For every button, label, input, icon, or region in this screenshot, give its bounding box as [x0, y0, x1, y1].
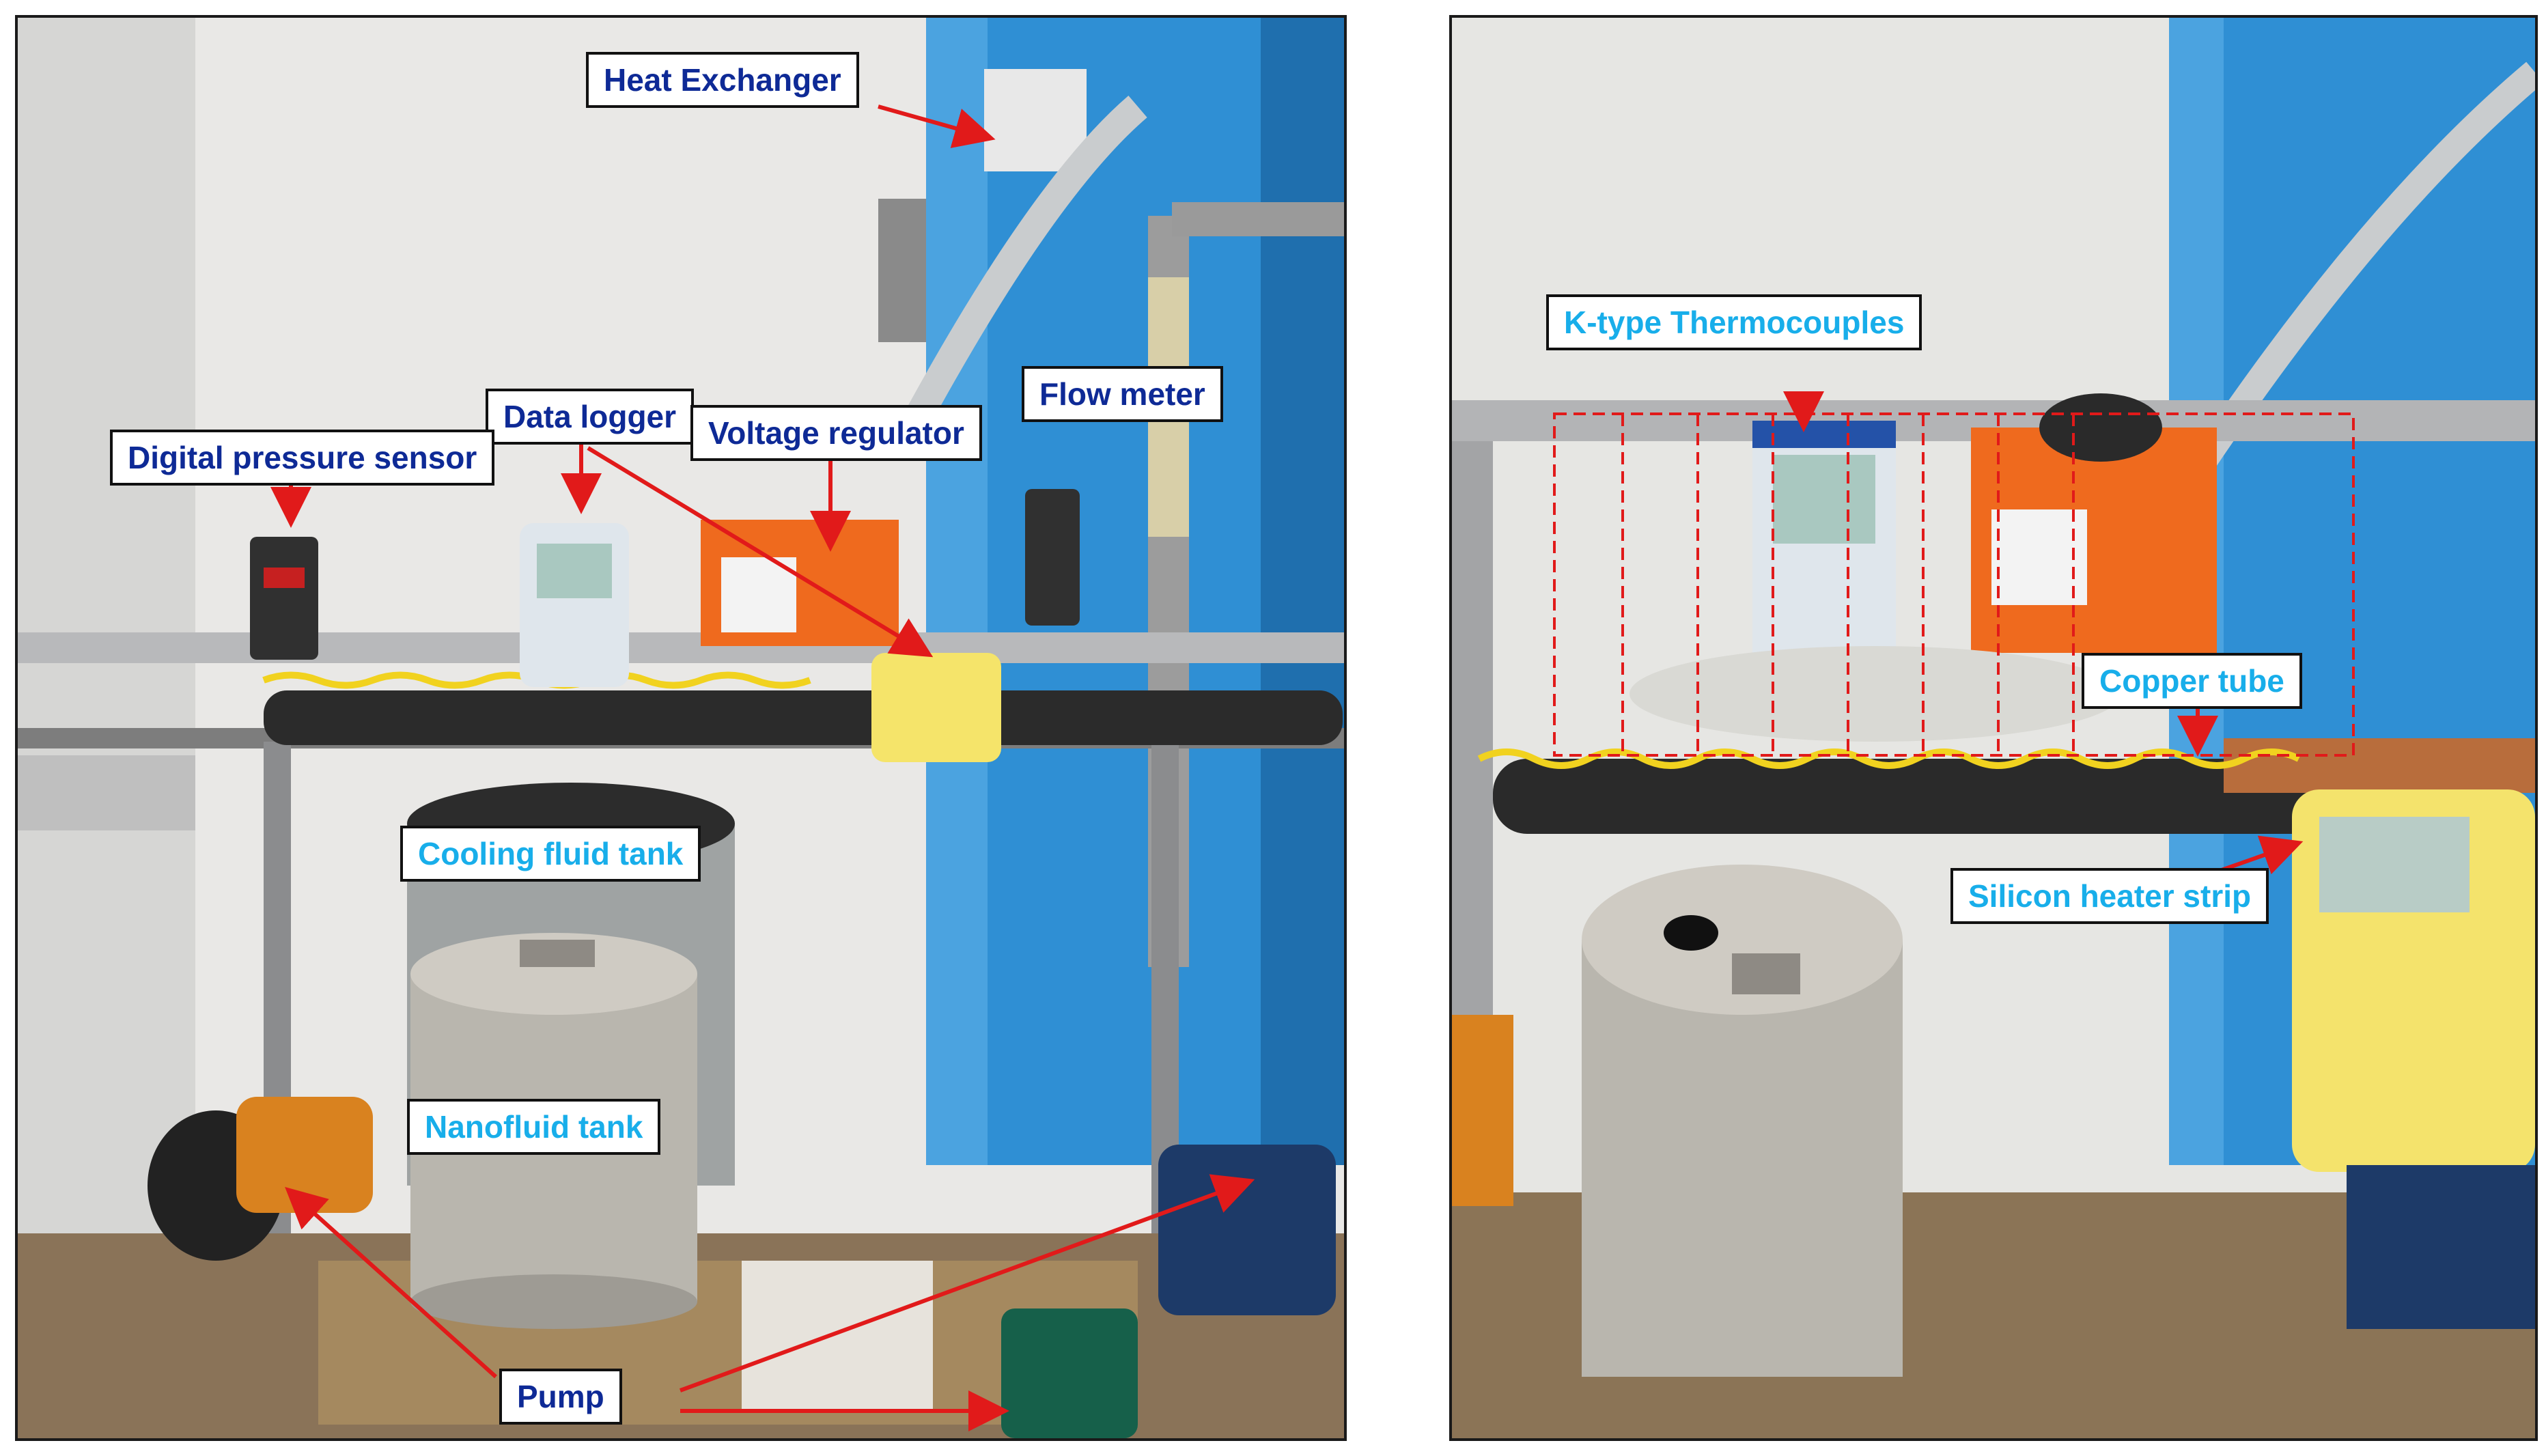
- nanofluid-tank-label: Nanofluid tank: [407, 1099, 661, 1155]
- k-type-thermocouples-label: K-type Thermocouples: [1546, 294, 1922, 350]
- right-experimental-setup-photo: [1452, 18, 2535, 1438]
- left-photo-panel: Heat Exchanger Flow meter Data logger Vo…: [15, 15, 1347, 1441]
- voltage-regulator-label: Voltage regulator: [690, 405, 982, 461]
- right-photo-panel: K-type Thermocouples Copper tube Silicon…: [1449, 15, 2538, 1441]
- silicon-heater-strip-label: Silicon heater strip: [1950, 868, 2269, 924]
- copper-tube-label: Copper tube: [2082, 653, 2302, 709]
- heat-exchanger-label: Heat Exchanger: [586, 52, 859, 108]
- cooling-fluid-tank-label: Cooling fluid tank: [400, 826, 701, 882]
- digital-pressure-sensor-label: Digital pressure sensor: [110, 430, 495, 486]
- data-logger-label: Data logger: [486, 389, 695, 445]
- pump-label: Pump: [499, 1369, 622, 1425]
- left-experimental-setup-photo: [18, 18, 1344, 1438]
- flow-meter-label: Flow meter: [1022, 366, 1223, 422]
